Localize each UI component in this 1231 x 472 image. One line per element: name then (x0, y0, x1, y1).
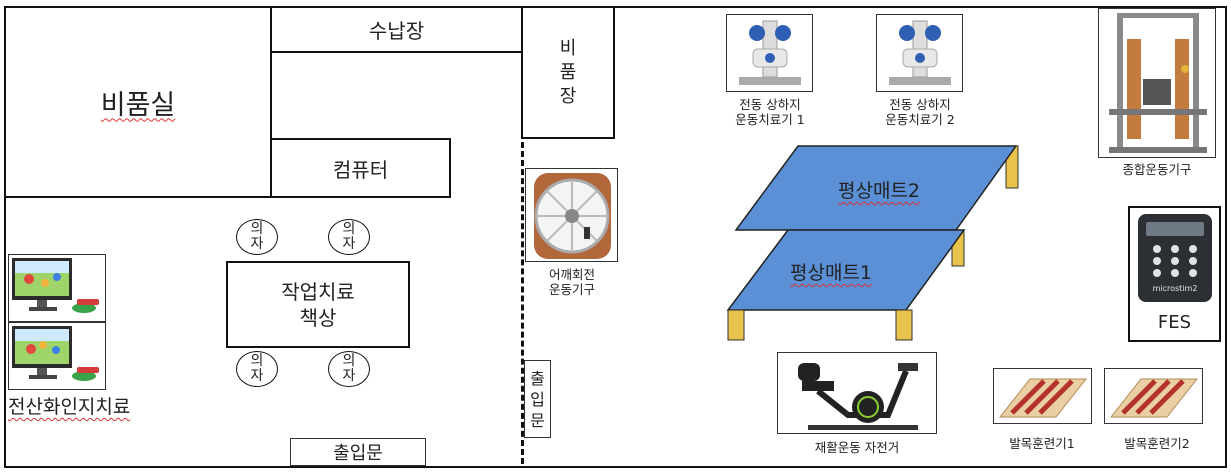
side-entrance: 출 입 문 (524, 360, 551, 438)
shoulder-wheel-image (525, 168, 618, 262)
shoulder-wheel-caption: 어깨회전 운동기구 (548, 267, 595, 297)
mat-1-leg (895, 309, 913, 341)
floor-plan-frame (4, 6, 1227, 468)
computer-therapy-label: 전산화인지치료 (8, 396, 131, 418)
main-entrance-label: 출입문 (333, 443, 383, 464)
cabinet-char-1: 비 (559, 37, 577, 59)
cabinet: 비 품 장 (521, 6, 615, 139)
room-divider (270, 52, 272, 140)
desk-label-line1: 작업치료 (281, 279, 355, 304)
computer-monitor-image (8, 254, 106, 322)
ankle-trainer-1-image (993, 368, 1092, 424)
ankle-trainer-2-caption: 발목훈련기2 (1124, 436, 1190, 451)
computer-label: 컴퓨터 (332, 157, 389, 182)
mat-2-label: 평상매트2 (838, 180, 921, 202)
treatment-mats (726, 145, 1019, 341)
main-entrance: 출입문 (290, 438, 426, 466)
closet-label: 수납장 (368, 19, 425, 43)
cpm-machine-1-caption: 전동 상하지 운동치료기 1 (735, 97, 805, 127)
cabinet-char-2: 품 (559, 61, 577, 83)
fes-device-text: microstim2 (1152, 284, 1198, 293)
desk-label-line2: 책상 (299, 305, 337, 330)
dashed-divider (521, 142, 524, 464)
rehab-bike-caption: 재활운동 자전거 (814, 440, 900, 455)
ankle-trainer-1-caption: 발목훈련기1 (1009, 436, 1075, 451)
mat-1-label: 평상매트1 (790, 262, 873, 284)
multi-gym-image (1098, 8, 1216, 158)
computer-monitor-image (8, 322, 106, 390)
ankle-trainer-2-image (1104, 368, 1203, 424)
computer-area: 컴퓨터 (270, 138, 451, 198)
fes-device-image: microstim2 (1138, 214, 1212, 302)
mat-1-leg (727, 309, 745, 341)
cpm-machine-1-image (726, 14, 813, 92)
storage-room-label: 비품실 (100, 89, 176, 121)
occupational-therapy-desk: 작업치료 책상 (226, 261, 410, 348)
multi-gym-caption: 종합운동기구 (1122, 162, 1192, 177)
fes-label: FES (1157, 312, 1192, 333)
cabinet-char-3: 장 (559, 85, 577, 107)
cpm-machine-2-caption: 전동 상하지 운동치료기 2 (885, 97, 955, 127)
rehab-bike-image (777, 352, 937, 434)
fes-area: microstim2 FES (1128, 206, 1221, 342)
cpm-machine-2-image (876, 14, 963, 92)
fes-buttons (1153, 245, 1197, 277)
storage-room: 비품실 (4, 6, 272, 198)
fes-screen (1146, 222, 1204, 236)
closet: 수납장 (270, 6, 523, 53)
